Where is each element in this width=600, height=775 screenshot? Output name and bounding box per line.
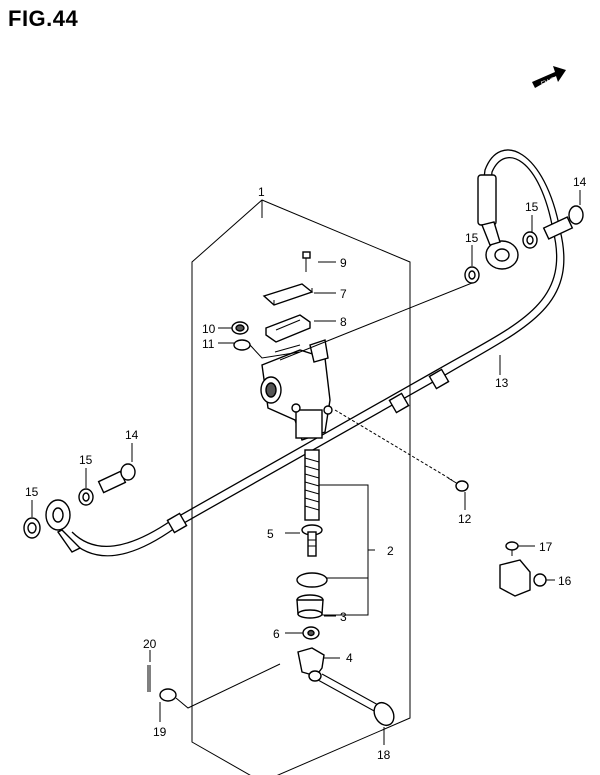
figure-title: FIG.44 <box>8 6 79 31</box>
callout-4: 4 <box>346 651 353 665</box>
callout-14-left: 14 <box>125 428 139 442</box>
fwd-arrow-icon: FWD <box>532 66 566 88</box>
boot <box>296 594 324 619</box>
callout-6: 6 <box>273 627 280 641</box>
callout-17: 17 <box>539 540 553 554</box>
callout-18: 18 <box>377 748 391 762</box>
callout-20: 20 <box>143 637 157 651</box>
callout-15-b: 15 <box>25 485 39 499</box>
callout-9: 9 <box>340 256 347 270</box>
cotter-pin <box>147 665 151 692</box>
callout-19: 19 <box>153 725 167 739</box>
union-bolt-right <box>542 205 584 240</box>
callout-15-d: 15 <box>525 200 539 214</box>
callout-8: 8 <box>340 315 347 329</box>
washer-19 <box>159 688 177 702</box>
callout-2: 2 <box>387 544 394 558</box>
assembly-outline <box>191 199 411 775</box>
callout-5: 5 <box>267 527 274 541</box>
hose-clamp <box>499 559 547 597</box>
reservoir-cap <box>262 283 314 306</box>
union-bolt-left <box>97 463 136 494</box>
circlip <box>296 572 328 588</box>
push-rod <box>301 524 323 557</box>
bolt-12 <box>334 409 469 492</box>
screw-9 <box>302 251 311 272</box>
master-cylinder-body <box>260 339 333 441</box>
callout-7: 7 <box>340 287 347 301</box>
diaphragm <box>265 314 311 343</box>
callout-3: 3 <box>340 610 347 624</box>
callout-15-c: 15 <box>465 231 479 245</box>
o-ring-11 <box>233 339 251 351</box>
clevis <box>297 647 325 682</box>
pin-18 <box>317 673 395 727</box>
callout-11: 11 <box>202 337 215 351</box>
callout-12: 12 <box>458 512 472 526</box>
callout-13: 13 <box>495 376 509 390</box>
brake-hose <box>45 149 565 557</box>
bolt-17 <box>505 541 519 556</box>
callout-15-a: 15 <box>79 453 93 467</box>
callout-10: 10 <box>202 322 216 336</box>
piston-spring <box>304 449 320 521</box>
callout-1: 1 <box>258 185 265 199</box>
callout-14-right: 14 <box>573 175 587 189</box>
callout-16: 16 <box>558 574 572 588</box>
